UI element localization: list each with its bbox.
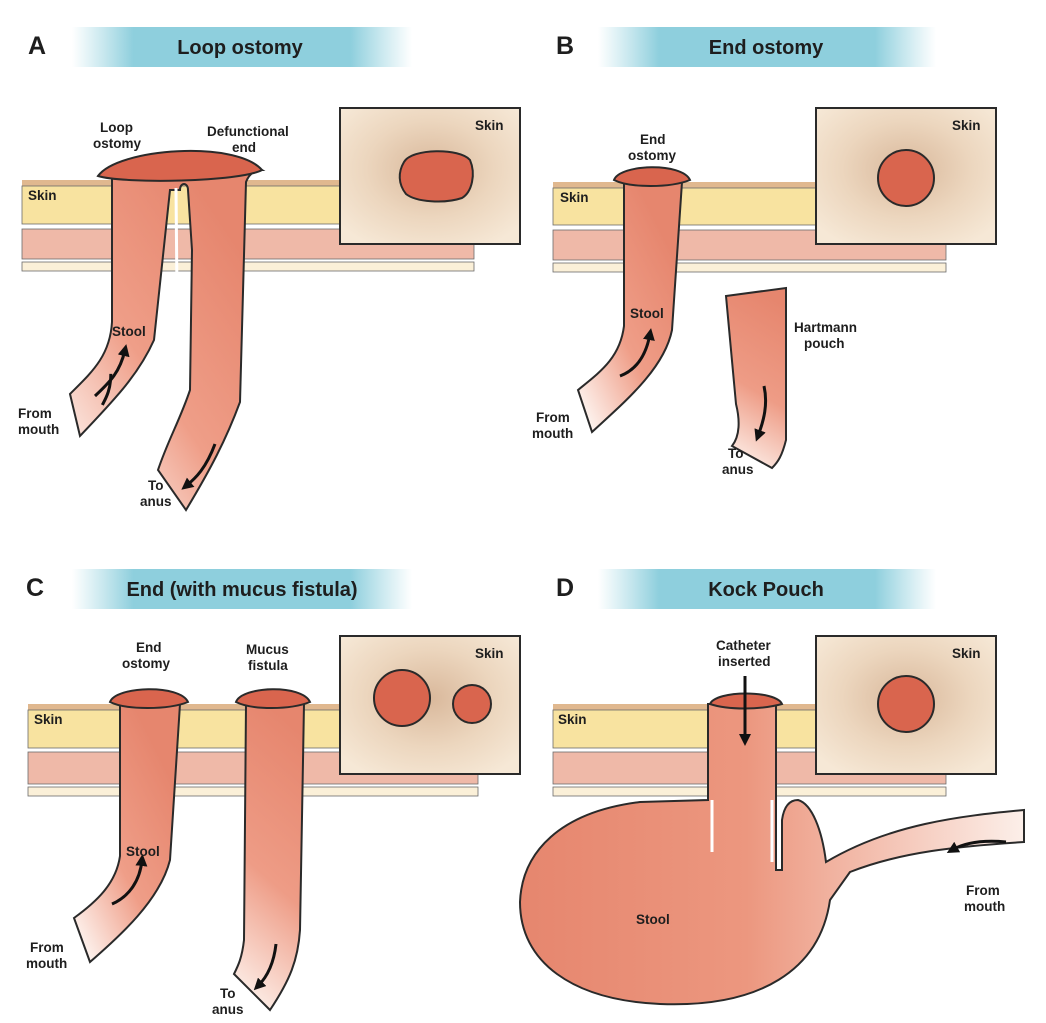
panel-c-stool-label: Stool <box>126 844 160 859</box>
panel-c-from-label-1: From <box>30 940 64 955</box>
defunctional-label-2: end <box>232 140 256 155</box>
panel-b-skin-surface <box>553 182 946 188</box>
panel-a-stool-label: Stool <box>112 324 146 339</box>
hartmann-label-2: pouch <box>804 336 845 351</box>
loop-label-2: ostomy <box>93 136 142 151</box>
panel-b-title-band <box>598 27 936 67</box>
panel-c-title: End (with mucus fistula) <box>126 579 357 601</box>
panel-b-fascia-layer <box>552 262 947 273</box>
hartmann-pouch <box>724 286 787 470</box>
panel-b-from-label-2: mouth <box>532 426 573 441</box>
panel-d-inset-label: Skin <box>952 646 981 661</box>
loop-septum <box>174 187 180 401</box>
panel-a-fascia-layer <box>21 261 475 272</box>
panel-c-letter: C <box>26 574 44 602</box>
mucus-fistula-stoma <box>234 688 312 709</box>
panel-b-skin-layer-label: Skin <box>560 190 589 205</box>
panel-a-title-band <box>72 27 412 67</box>
end-ostomy-label-1: End <box>640 132 666 147</box>
mucus-fistula-bowel <box>232 703 306 1012</box>
panel-b-anus-arrow <box>754 385 768 442</box>
panel-a-letter: A <box>28 32 46 60</box>
panel-c-inset-label: Skin <box>475 646 504 661</box>
panel-a-anus-arrow <box>181 443 217 490</box>
panel-b: B End ostomy Skin End ostomy Stool Hartm… <box>532 27 997 477</box>
panel-b-to-label-2: anus <box>722 462 754 477</box>
panel-d: D Kock Pouch Skin Catheter inserted Stoo… <box>518 569 1025 1006</box>
panel-a-title: Loop ostomy <box>177 37 303 59</box>
panel-a-stoma-view <box>398 150 474 203</box>
c-end-ostomy-label-2: ostomy <box>122 656 171 671</box>
panel-a-to-label-2: anus <box>140 494 172 509</box>
panel-b-to-label-1: To <box>728 446 744 461</box>
panel-d-letter: D <box>556 574 574 602</box>
catheter-label-1: Catheter <box>716 638 772 653</box>
panel-c-fistula-stoma-view <box>452 684 492 724</box>
end-ostomy-label-2: ostomy <box>628 148 677 163</box>
loop-stoma-cap <box>96 149 264 182</box>
panel-d-title-band <box>598 569 936 609</box>
panel-c-skin-layer-label: Skin <box>34 712 63 727</box>
panel-c-end-stoma-view <box>373 669 431 727</box>
panel-b-stool-label: Stool <box>630 306 664 321</box>
end-ostomy-stoma <box>612 166 692 187</box>
loop-label-1: Loop <box>100 120 133 135</box>
panel-a-skin-layer-label: Skin <box>28 188 57 203</box>
mucus-label-1: Mucus <box>246 642 289 657</box>
c-end-ostomy-label-1: End <box>136 640 162 655</box>
panel-c: C End (with mucus fistula) Skin End osto… <box>26 569 521 1017</box>
mucus-label-2: fistula <box>248 658 288 673</box>
panel-b-letter: B <box>556 32 574 60</box>
panel-a-stool-arrow-line <box>93 344 130 398</box>
panel-b-stoma-view <box>877 149 935 207</box>
panel-c-stool-arrow <box>111 854 148 906</box>
panel-c-anus-arrow <box>253 943 278 991</box>
panel-c-to-label-2: anus <box>212 1002 244 1017</box>
panel-a-from-label-1: From <box>18 406 52 421</box>
panel-a: A Loop ostomy Skin Loop ostomy Defunctio… <box>18 27 521 512</box>
panel-d-from-label-2: mouth <box>964 899 1005 914</box>
c-end-ostomy-bowel <box>72 703 182 964</box>
panel-d-title: Kock Pouch <box>708 579 824 601</box>
panel-a-from-label-2: mouth <box>18 422 59 437</box>
panel-d-stoma-view <box>877 675 935 733</box>
panel-a-inset-label: Skin <box>475 118 504 133</box>
panel-d-from-label-1: From <box>966 883 1000 898</box>
defunctional-label-1: Defunctional <box>207 124 289 139</box>
c-end-ostomy-stoma <box>108 688 190 709</box>
panel-d-skin-layer-label: Skin <box>558 712 587 727</box>
panel-c-to-label-1: To <box>220 986 236 1001</box>
panel-d-flow-arrow <box>946 839 1007 853</box>
hartmann-label-1: Hartmann <box>794 320 857 335</box>
panel-b-stool-arrow <box>619 328 655 378</box>
end-ostomy-bowel <box>576 181 684 434</box>
panel-a-skin-surface <box>22 180 474 186</box>
catheter-label-2: inserted <box>718 654 771 669</box>
panel-b-from-label-1: From <box>536 410 570 425</box>
panel-b-inset-label: Skin <box>952 118 981 133</box>
panel-c-title-band <box>72 569 412 609</box>
panel-a-to-label-1: To <box>148 478 164 493</box>
panel-d-stool-label: Stool <box>636 912 670 927</box>
panel-c-from-label-2: mouth <box>26 956 67 971</box>
panel-b-title: End ostomy <box>709 37 824 59</box>
